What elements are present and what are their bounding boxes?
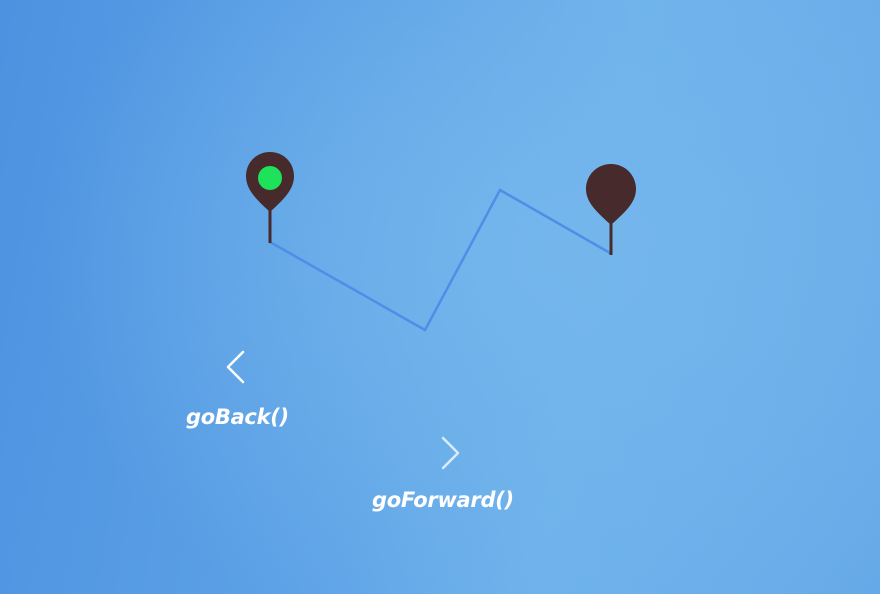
forward-button[interactable] <box>441 436 460 470</box>
current-location-dot <box>258 166 282 190</box>
map-pin-icon <box>586 164 636 225</box>
pin-stem <box>268 205 272 243</box>
go-back-label[interactable]: goBack() <box>186 405 289 429</box>
pin-stem <box>609 218 613 255</box>
end-pin-marker[interactable] <box>586 164 636 255</box>
back-button[interactable] <box>226 350 245 384</box>
chevron-right-icon <box>441 436 460 470</box>
go-forward-label[interactable]: goForward() <box>372 488 514 512</box>
chevron-left-icon <box>226 350 245 384</box>
start-pin-marker[interactable] <box>246 152 294 243</box>
route-path <box>269 188 611 332</box>
